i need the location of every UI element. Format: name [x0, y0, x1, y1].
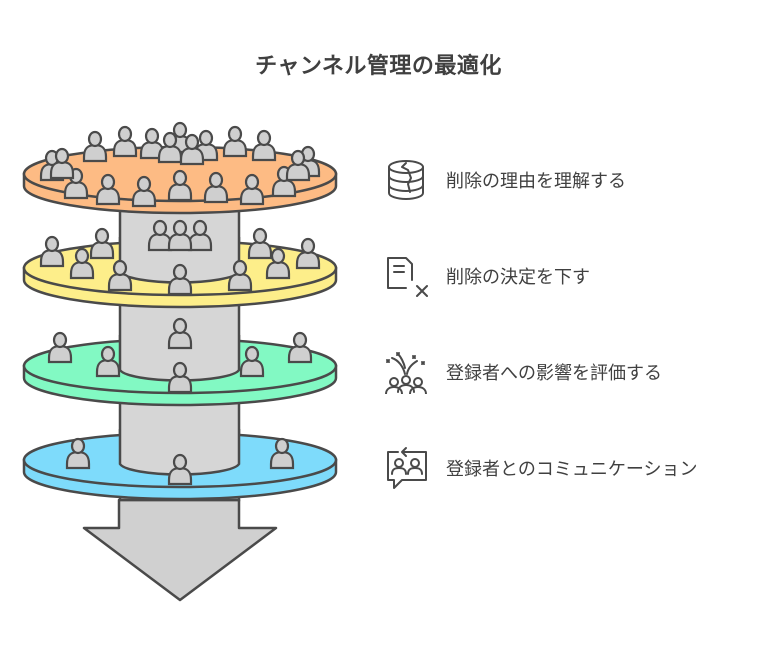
layer-yellow: [22, 219, 338, 309]
person-icon: [167, 453, 193, 486]
layer-green: [22, 317, 338, 407]
person-icon: [239, 345, 265, 378]
cracked-database-icon: [388, 160, 424, 200]
person-icon: [39, 235, 65, 268]
person-icon: [179, 133, 205, 166]
person-icon: [285, 149, 311, 182]
step-make-decision: 削除の決定を下す: [384, 254, 590, 298]
person-icon: [167, 317, 193, 350]
person-icon: [107, 259, 133, 292]
step-understand-reason: 削除の理由を理解する: [384, 158, 626, 202]
person-icon: [112, 125, 138, 158]
down-arrow: [82, 498, 278, 602]
step-label: 登録者への影響を評価する: [446, 363, 662, 384]
person-icon: [65, 437, 91, 470]
person-icon: [167, 169, 193, 202]
person-icon: [203, 171, 229, 204]
person-icon: [167, 361, 193, 394]
diagram-title: チャンネル管理の最適化: [255, 54, 502, 79]
person-icon: [265, 247, 291, 280]
person-icon: [251, 129, 277, 162]
person-icon: [82, 130, 108, 163]
audience-impact-icon: [385, 352, 427, 394]
person-icon: [269, 437, 295, 470]
person-icon: [167, 219, 193, 252]
person-icon: [95, 173, 121, 206]
person-icon: [167, 263, 193, 296]
person-icon: [89, 227, 115, 260]
person-icon: [271, 165, 297, 198]
person-icon: [95, 345, 121, 378]
step-assess-impact: 登録者への影響を評価する: [384, 350, 662, 394]
chat-people-icon: [387, 447, 427, 489]
step-communicate: 登録者とのコミュニケーション: [384, 446, 697, 490]
person-icon: [227, 259, 253, 292]
step-label: 削除の決定を下す: [446, 267, 590, 288]
person-icon: [47, 331, 73, 364]
person-icon: [187, 219, 213, 252]
layer-blue: [22, 425, 338, 501]
person-icon: [69, 247, 95, 280]
person-icon: [222, 125, 248, 158]
person-icon: [239, 173, 265, 206]
person-icon: [287, 331, 313, 364]
step-label: 削除の理由を理解する: [446, 171, 626, 192]
person-icon: [295, 237, 321, 270]
document-delete-icon: [387, 257, 428, 297]
person-icon: [247, 227, 273, 260]
person-icon: [131, 175, 157, 208]
layer-orange: [22, 121, 338, 215]
step-label: 登録者とのコミュニケーション: [446, 459, 698, 480]
person-icon: [49, 147, 75, 180]
